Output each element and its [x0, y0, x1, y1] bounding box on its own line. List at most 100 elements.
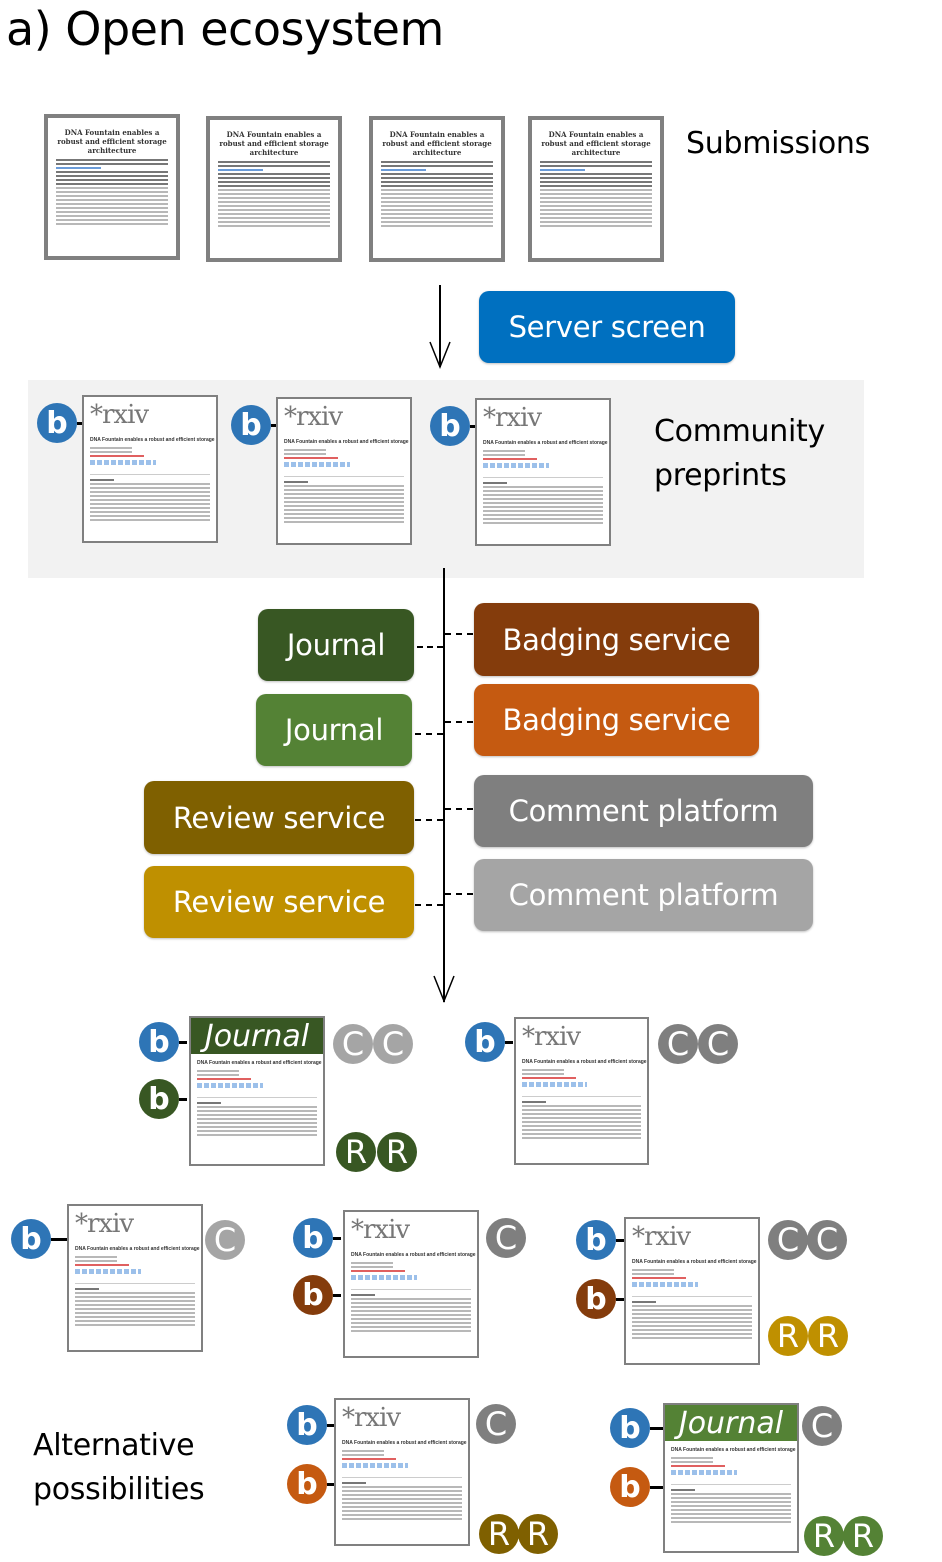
preprint-heading: DNA Fountain enables a robust and effici… [75, 1246, 201, 1252]
review-service-label: Review service [172, 800, 386, 835]
badging-badge: b [293, 1275, 333, 1315]
badging-badge: b [576, 1279, 616, 1319]
review-badge: R [336, 1132, 376, 1172]
preprint-heading: DNA Fountain enables a robust and effici… [342, 1440, 468, 1446]
alternative-label-line1: Alternative [33, 1428, 195, 1463]
connector [179, 1041, 187, 1044]
review-service-box: Review service [144, 781, 414, 854]
review-badge: R [768, 1316, 808, 1356]
comment-badge: C [205, 1220, 245, 1260]
rxiv-logo: *rxiv [351, 1215, 410, 1245]
rxiv-logo: *rxiv [522, 1022, 581, 1052]
connector [51, 1238, 68, 1241]
journal-document: Journal DNA Fountain enables a robust an… [189, 1016, 325, 1166]
comment-badge: C [698, 1024, 738, 1064]
biorxiv-badge: b [139, 1022, 179, 1062]
dashed-connector [415, 819, 443, 821]
comment-platform-box: Comment platform [474, 775, 813, 847]
preprint-heading: DNA Fountain enables a robust and effici… [522, 1059, 647, 1065]
biorxiv-badge: b [293, 1218, 333, 1258]
review-badge: R [518, 1514, 558, 1554]
comment-badge: C [807, 1220, 847, 1260]
submissions-label: Submissions [686, 126, 870, 161]
review-badge: R [843, 1516, 883, 1556]
journal-logo: Journal [665, 1405, 797, 1441]
biorxiv-badge: b [465, 1022, 505, 1062]
submission-title: DNA Fountain enables a robust and effici… [57, 128, 167, 155]
preprint-document: *rxiv DNA Fountain enables a robust and … [624, 1217, 760, 1365]
comment-badge: C [486, 1218, 526, 1258]
badging-service-box: Badging service [474, 684, 759, 756]
connector [327, 1483, 335, 1486]
journal-label: Journal [284, 713, 384, 747]
connector [616, 1239, 624, 1242]
badging-service-label: Badging service [502, 703, 731, 737]
preprint-document: *rxiv DNA Fountain enables a robust and … [82, 395, 218, 543]
connector [650, 1486, 664, 1489]
connector [505, 1041, 513, 1044]
review-badge: R [479, 1514, 519, 1554]
community-label-line1: Community [654, 414, 825, 449]
submission-document: DNA Fountain enables a robust and effici… [206, 116, 342, 262]
flow-arrow-line [439, 285, 441, 367]
connector [333, 1294, 341, 1297]
biorxiv-badge: b [610, 1408, 650, 1448]
server-screen-box: Server screen [479, 291, 735, 363]
review-badge: R [377, 1132, 417, 1172]
submission-title: DNA Fountain enables a robust and effici… [219, 130, 329, 157]
figure-title: a) Open ecosystem [6, 2, 444, 56]
preprint-document: *rxiv DNA Fountain enables a robust and … [343, 1210, 479, 1358]
badging-badge: b [610, 1467, 650, 1507]
preprint-heading: DNA Fountain enables a robust and effici… [284, 439, 410, 445]
rxiv-logo: *rxiv [632, 1222, 691, 1252]
arrowhead-icon [429, 341, 451, 370]
connector [77, 422, 82, 425]
preprint-heading: DNA Fountain enables a robust and effici… [90, 437, 216, 443]
submission-title: DNA Fountain enables a robust and effici… [541, 130, 651, 157]
dashed-connector [415, 733, 443, 735]
preprint-document: *rxiv DNA Fountain enables a robust and … [67, 1204, 203, 1352]
badging-badge: b [287, 1464, 327, 1504]
biorxiv-badge: b [287, 1405, 327, 1445]
preprint-document: *rxiv DNA Fountain enables a robust and … [514, 1017, 649, 1165]
connector [327, 1424, 335, 1427]
submission-document: DNA Fountain enables a robust and effici… [44, 114, 180, 260]
journal-document: Journal DNA Fountain enables a robust an… [663, 1403, 799, 1553]
comment-platform-box: Comment platform [474, 859, 813, 931]
biorxiv-badge: b [231, 405, 271, 445]
connector [470, 425, 475, 428]
biorxiv-badge: b [37, 403, 77, 443]
journal-box: Journal [258, 609, 414, 681]
preprint-heading: DNA Fountain enables a robust and effici… [632, 1259, 758, 1265]
journal-box: Journal [256, 694, 412, 766]
submission-document: DNA Fountain enables a robust and effici… [528, 116, 664, 262]
comment-badge: C [373, 1024, 413, 1064]
review-badge: R [808, 1316, 848, 1356]
comment-platform-label: Comment platform [508, 794, 779, 828]
preprint-document: *rxiv DNA Fountain enables a robust and … [334, 1398, 470, 1546]
alternative-possibilities-label: Alternative possibilities [33, 1424, 205, 1512]
journal-label: Journal [286, 628, 386, 662]
connector [616, 1298, 624, 1301]
review-service-label: Review service [172, 885, 386, 919]
journal-logo: Journal [191, 1018, 323, 1054]
preprint-heading: DNA Fountain enables a robust and effici… [483, 440, 609, 446]
biorxiv-badge: b [11, 1219, 51, 1259]
preprint-heading: DNA Fountain enables a robust and effici… [197, 1060, 323, 1066]
dashed-connector [445, 633, 473, 635]
community-preprints-label: Community preprints [654, 410, 825, 498]
comment-badge: C [802, 1406, 842, 1446]
comment-badge: C [476, 1404, 516, 1444]
dashed-connector [417, 646, 443, 648]
preprint-document: *rxiv DNA Fountain enables a robust and … [276, 397, 412, 545]
dashed-connector [445, 808, 473, 810]
connector [179, 1098, 187, 1101]
review-badge: R [804, 1516, 844, 1556]
journal-badge: b [139, 1079, 179, 1119]
rxiv-logo: *rxiv [75, 1209, 134, 1239]
submission-title: DNA Fountain enables a robust and effici… [382, 130, 492, 157]
connector [333, 1237, 341, 1240]
connector [650, 1427, 664, 1430]
rxiv-logo: *rxiv [90, 400, 149, 430]
connector [271, 424, 276, 427]
